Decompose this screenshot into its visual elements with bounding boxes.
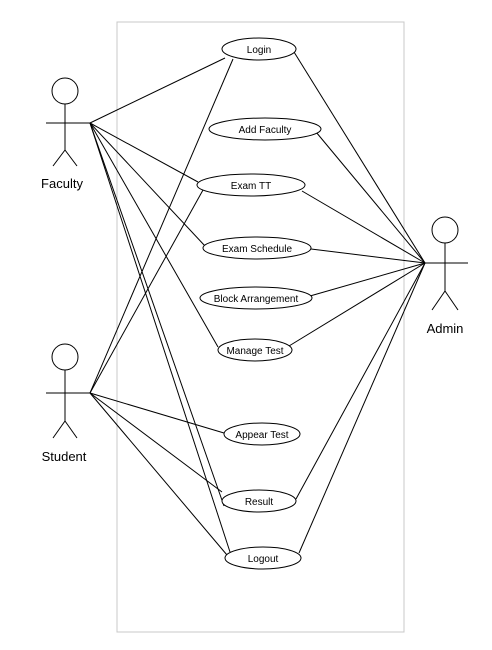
- student-right-leg: [64, 420, 78, 439]
- association-student-login: [89, 58, 234, 394]
- association-student-exam-tt: [89, 189, 204, 394]
- association-admin-block-arrangement: [309, 262, 426, 297]
- use-case-block-arrangement-label: Block Arrangement: [214, 294, 299, 305]
- admin-right-leg: [444, 290, 459, 311]
- association-admin-logout: [298, 262, 426, 554]
- use-case-exam-tt: Exam TT: [196, 173, 306, 197]
- student-label: Student: [42, 449, 87, 464]
- faculty-right-leg: [64, 149, 78, 167]
- use-case-manage-test-label: Manage Test: [226, 346, 283, 357]
- faculty-left-leg: [52, 149, 66, 167]
- student-left-leg: [52, 420, 66, 439]
- association-faculty-exam-tt: [89, 122, 199, 183]
- student-head: [51, 343, 79, 371]
- association-admin-manage-test: [288, 262, 426, 347]
- association-student-logout: [89, 392, 228, 556]
- association-faculty-login: [89, 57, 226, 124]
- admin-head: [431, 216, 459, 244]
- actor-student: Student: [42, 343, 90, 464]
- use-case-result: Result: [221, 489, 297, 513]
- association-student-appear-test: [89, 392, 225, 434]
- use-case-block-arrangement: Block Arrangement: [199, 286, 313, 310]
- use-case-add-faculty-label: Add Faculty: [239, 125, 292, 136]
- use-case-logout-label: Logout: [248, 554, 279, 565]
- association-admin-login: [293, 51, 426, 264]
- association-admin-exam-schedule: [310, 248, 426, 264]
- use-case-login: Login: [221, 37, 297, 61]
- association-admin-exam-tt: [301, 190, 426, 264]
- faculty-label: Faculty: [41, 176, 83, 191]
- use-case-logout: Logout: [224, 546, 302, 570]
- system-boundary: [116, 21, 405, 633]
- use-case-appear-test: Appear Test: [223, 422, 301, 446]
- association-admin-result: [295, 262, 426, 500]
- association-faculty-manage-test: [89, 122, 219, 348]
- association-faculty-result: [89, 122, 225, 507]
- use-case-exam-schedule: Exam Schedule: [202, 236, 312, 260]
- use-case-add-faculty: Add Faculty: [208, 117, 322, 141]
- actor-faculty: Faculty: [41, 77, 90, 191]
- association-student-result: [89, 392, 223, 493]
- use-case-exam-schedule-label: Exam Schedule: [222, 244, 292, 255]
- use-case-exam-tt-label: Exam TT: [231, 181, 271, 192]
- association-faculty-exam-schedule: [89, 122, 206, 247]
- association-lines: [89, 51, 426, 556]
- association-admin-add-faculty: [315, 131, 426, 264]
- use-case-manage-test: Manage Test: [217, 338, 293, 362]
- faculty-head: [51, 77, 79, 105]
- use-case-appear-test-label: Appear Test: [235, 430, 288, 441]
- actor-admin: Admin: [425, 216, 468, 336]
- admin-left-leg: [431, 290, 446, 311]
- admin-label: Admin: [427, 321, 464, 336]
- use-case-result-label: Result: [245, 497, 274, 508]
- use-case-login-label: Login: [247, 45, 271, 56]
